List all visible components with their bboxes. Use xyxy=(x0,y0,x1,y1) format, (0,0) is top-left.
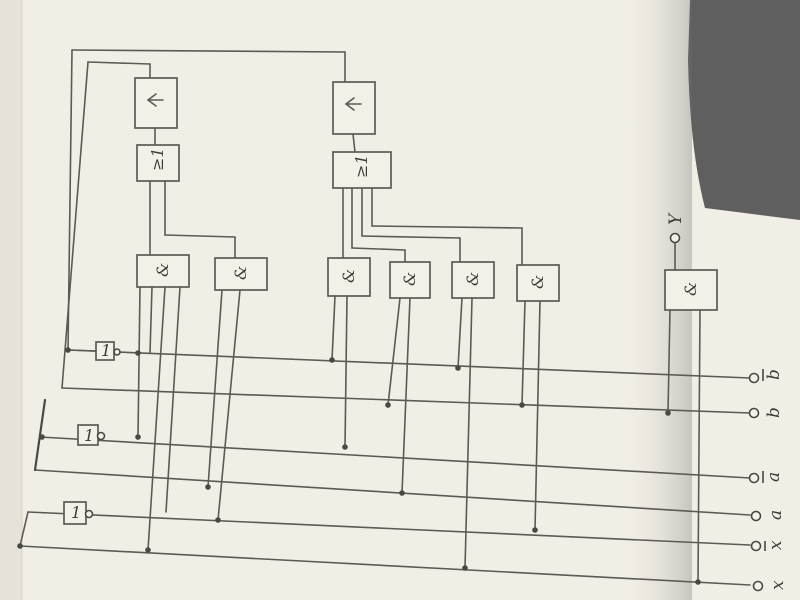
and-gate-6: & xyxy=(516,264,560,302)
svg-text:&: & xyxy=(339,269,358,283)
svg-text:&: & xyxy=(400,272,419,286)
and-input-wires xyxy=(137,286,701,583)
and-gate-4: & xyxy=(389,261,431,299)
flipflop-right xyxy=(332,81,376,135)
svg-text:&: & xyxy=(528,275,547,289)
svg-text:x: x xyxy=(768,580,788,590)
or-gate-right: ≥1 xyxy=(332,151,392,189)
svg-text:&: & xyxy=(681,282,700,296)
input-terminals xyxy=(748,372,764,592)
input-label-x-inv: x xyxy=(764,540,786,551)
output-y: Y xyxy=(666,212,686,271)
not-gate-x: 1 xyxy=(63,501,94,525)
and-gate-5: & xyxy=(451,261,495,299)
and-gate-output: & xyxy=(664,269,718,311)
input-label-a: a xyxy=(766,510,786,520)
svg-text:≥1: ≥1 xyxy=(148,147,167,171)
flipflop-left xyxy=(134,77,178,129)
not-gate-b: 1 xyxy=(67,341,121,361)
and-gate-3: & xyxy=(327,257,371,297)
svg-text:a: a xyxy=(764,472,784,482)
svg-text:1: 1 xyxy=(71,503,81,522)
junction-dots xyxy=(17,347,701,585)
svg-text:b: b xyxy=(764,407,784,418)
paper-edge xyxy=(0,0,22,600)
and-gate-1: & xyxy=(136,254,190,288)
input-label-b: b xyxy=(764,407,784,418)
svg-text:1: 1 xyxy=(84,426,94,445)
svg-text:a: a xyxy=(766,510,786,520)
svg-text:x: x xyxy=(766,540,786,550)
or-gate-left: ≥1 xyxy=(136,144,180,182)
shadow xyxy=(688,0,800,220)
output-label: Y xyxy=(666,212,686,225)
svg-text:&: & xyxy=(153,263,172,277)
input-label-b-inv: b xyxy=(762,369,784,381)
svg-text:b: b xyxy=(764,369,784,380)
feedback-lines xyxy=(19,49,346,547)
svg-text:&: & xyxy=(463,272,482,286)
svg-text:&: & xyxy=(231,266,250,280)
input-label-x: x xyxy=(768,580,788,590)
svg-text:≥1: ≥1 xyxy=(352,154,371,178)
svg-text:1: 1 xyxy=(101,341,111,360)
input-label-a-inv: a xyxy=(762,471,784,483)
and-gate-2: & xyxy=(214,257,268,291)
not-gate-a: 1 xyxy=(77,424,106,446)
input-labels: b b a a x x xyxy=(762,369,788,590)
